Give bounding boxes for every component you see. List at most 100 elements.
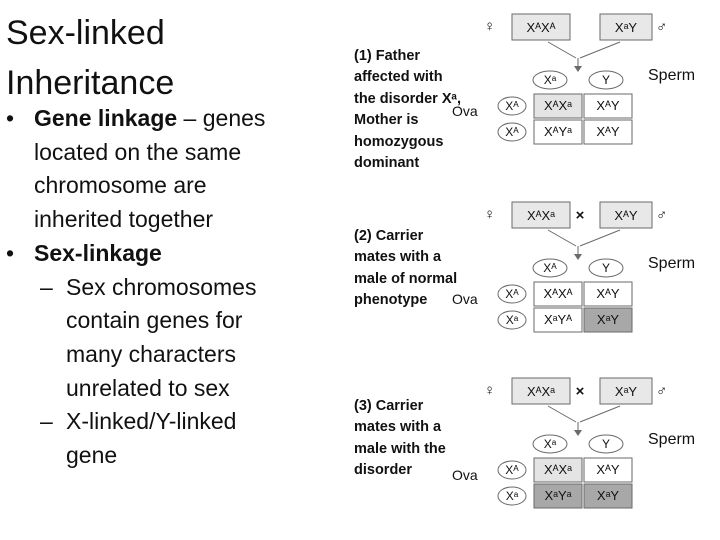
case-1-male-genotype: XᵃY: [615, 20, 638, 35]
case-3-punnett-cell: [533, 457, 583, 483]
case-1-arrow-left: [547, 41, 577, 59]
caption-line: (2) Carrier: [354, 228, 424, 244]
caption-line: Mother is: [354, 112, 419, 129]
case-2-female-box: [511, 201, 571, 229]
bullet-gene-linkage-cont: inherited together: [6, 203, 336, 237]
caption-line: disorder: [354, 462, 413, 479]
case-3-punnett-cell-text: XᵃYᵃ: [544, 488, 571, 503]
bullet-list: • Gene linkage – genes located on the sa…: [6, 102, 336, 473]
caption-line: dominant: [354, 155, 420, 172]
sub-bullet-cont: many characters: [6, 338, 336, 372]
sub-bullet-cont: unrelated to sex: [6, 372, 336, 406]
sub-bullet-sex-chromosomes: – Sex chromosomes: [6, 271, 336, 305]
case-1-ova-gamete-label: Xᴬ: [505, 125, 519, 139]
sub-bullet-xy-linked: – X-linked/Y-linked: [6, 405, 336, 439]
case-2-sperm-gamete-label: Y: [602, 261, 610, 275]
case-3-male-genotype: XᵃY: [615, 384, 638, 399]
case-2-sperm-gamete-label: Xᴬ: [543, 261, 557, 275]
caption-line: male of normal: [354, 270, 458, 287]
case-1-punnett-cell-text: XᴬXᵃ: [544, 98, 572, 113]
sub-text-6: gene: [66, 442, 118, 469]
case-2-female-genotype: XᴬXᵃ: [527, 208, 555, 223]
case-3-punnett-cell-text: XᴬXᵃ: [544, 462, 572, 477]
case-1-punnett-cell: [533, 119, 583, 145]
case-1-female-genotype: XᴬXᴬ: [526, 20, 555, 35]
case-1-arrow-head: [574, 66, 582, 72]
case-1-male-box: [599, 13, 653, 41]
title-line-2: Inheritance: [6, 64, 175, 102]
caption-line: homozygous: [354, 133, 444, 150]
case-2-ova-gamete: [497, 284, 527, 304]
case-2-punnett-cell: [533, 307, 583, 333]
case-2-arrow-right: [579, 229, 621, 247]
case-3-sperm-gamete: [588, 434, 624, 454]
gene-linkage-text-2: located on the same: [34, 138, 242, 165]
case-3-punnett-cell-text: XᴬY: [596, 462, 620, 477]
sub-bullet-dash: –: [40, 408, 53, 435]
case-1-sperm-label: Sperm: [648, 67, 695, 84]
case-2-punnett-cell-text: XᴬY: [596, 286, 620, 301]
case-2-cross-symbol: ×: [576, 207, 585, 224]
caption-line: (3) Carrier: [354, 398, 424, 414]
gene-linkage-text-3: chromosome are: [34, 172, 207, 199]
case-2-punnett-cell-text: XᴬXᴬ: [543, 286, 572, 301]
case-2-male-symbol: ♂: [656, 207, 667, 224]
sub-text-4: unrelated to sex: [66, 374, 230, 401]
caption-line: the disorder Xᵃ,: [354, 90, 461, 107]
caption-line: mates with a: [354, 249, 442, 266]
case-1-female-symbol: ♀: [484, 18, 495, 35]
case-1-caption: (1) Father affected with the disorder Xᵃ…: [354, 46, 482, 174]
case-2-ova-gamete: [497, 310, 527, 330]
case-3-male-symbol: ♂: [656, 383, 667, 400]
case-1-ova-label: Ova: [452, 103, 478, 119]
case-2-arrow-left: [547, 229, 577, 247]
bullet-sex-linkage: • Sex-linkage: [6, 237, 336, 271]
case-3-arrow-head: [574, 430, 582, 436]
case-1-punnett-cell-text: XᴬY: [596, 98, 620, 113]
case-2-punnett-cell: [533, 281, 583, 307]
sub-bullet-cont: contain genes for: [6, 304, 336, 338]
sex-linkage-term: Sex-linkage: [34, 239, 162, 266]
case-1-sperm-gamete-label: Y: [602, 73, 610, 87]
caption-line: (1) Father: [354, 48, 421, 64]
gene-linkage-term: Gene linkage: [34, 105, 178, 131]
case-2-punnett-cell-text: XᵃY: [597, 312, 620, 327]
case-3-ova-gamete-label: Xᴬ: [505, 463, 519, 477]
gene-linkage-text-1: genes: [202, 105, 266, 131]
bullet-dot: •: [6, 239, 15, 266]
case-2-sperm-gamete: [532, 258, 568, 278]
case-3-ova-gamete: [497, 460, 527, 480]
case-1-sperm-gamete-label: Xᵃ: [544, 73, 557, 87]
case-2-punnett-cell: [583, 281, 633, 307]
bullet-dot: •: [6, 105, 15, 131]
sub-text-3: many characters: [66, 340, 237, 367]
case-1-ova-gamete-label: Xᴬ: [505, 99, 519, 113]
case-3-arrow-left: [547, 405, 577, 423]
title-line-1: Sex-linked: [6, 14, 165, 52]
sub-bullet-cont: gene: [6, 439, 336, 473]
case-3-punnett-cell: [583, 457, 633, 483]
case-2-ova-label: Ova: [452, 291, 478, 307]
case-3-sperm-gamete-label: Xᵃ: [544, 437, 557, 451]
case-3-female-symbol: ♀: [484, 382, 495, 399]
case-1-punnett-cell: [583, 93, 633, 119]
case-2-sperm-label: Sperm: [648, 255, 695, 272]
case-2-ova-gamete-label: Xᵃ: [506, 313, 519, 327]
case-1-punnett-cell-text: XᴬYᵃ: [544, 124, 572, 139]
case-1-punnett-cell: [533, 93, 583, 119]
case-3-ova-gamete-label: Xᵃ: [506, 489, 519, 503]
case-3-ova-gamete: [497, 486, 527, 506]
case-2-arrow-head: [574, 254, 582, 260]
case-1-ova-gamete: [497, 122, 527, 142]
case-3-female-box: [511, 377, 571, 405]
case-1-punnett-cell: [583, 119, 633, 145]
case-2-punnett-cell-text: XᵃYᴬ: [544, 312, 572, 327]
case-2-ova-gamete-label: Xᴬ: [505, 287, 519, 301]
term-separator: –: [177, 105, 203, 131]
case-2-male-genotype: XᴬY: [614, 208, 638, 223]
case-2-female-symbol: ♀: [484, 206, 495, 223]
caption-line: affected with: [354, 69, 443, 86]
case-1-punnett-cell-text: XᴬY: [596, 124, 620, 139]
case-3-sperm-gamete: [532, 434, 568, 454]
